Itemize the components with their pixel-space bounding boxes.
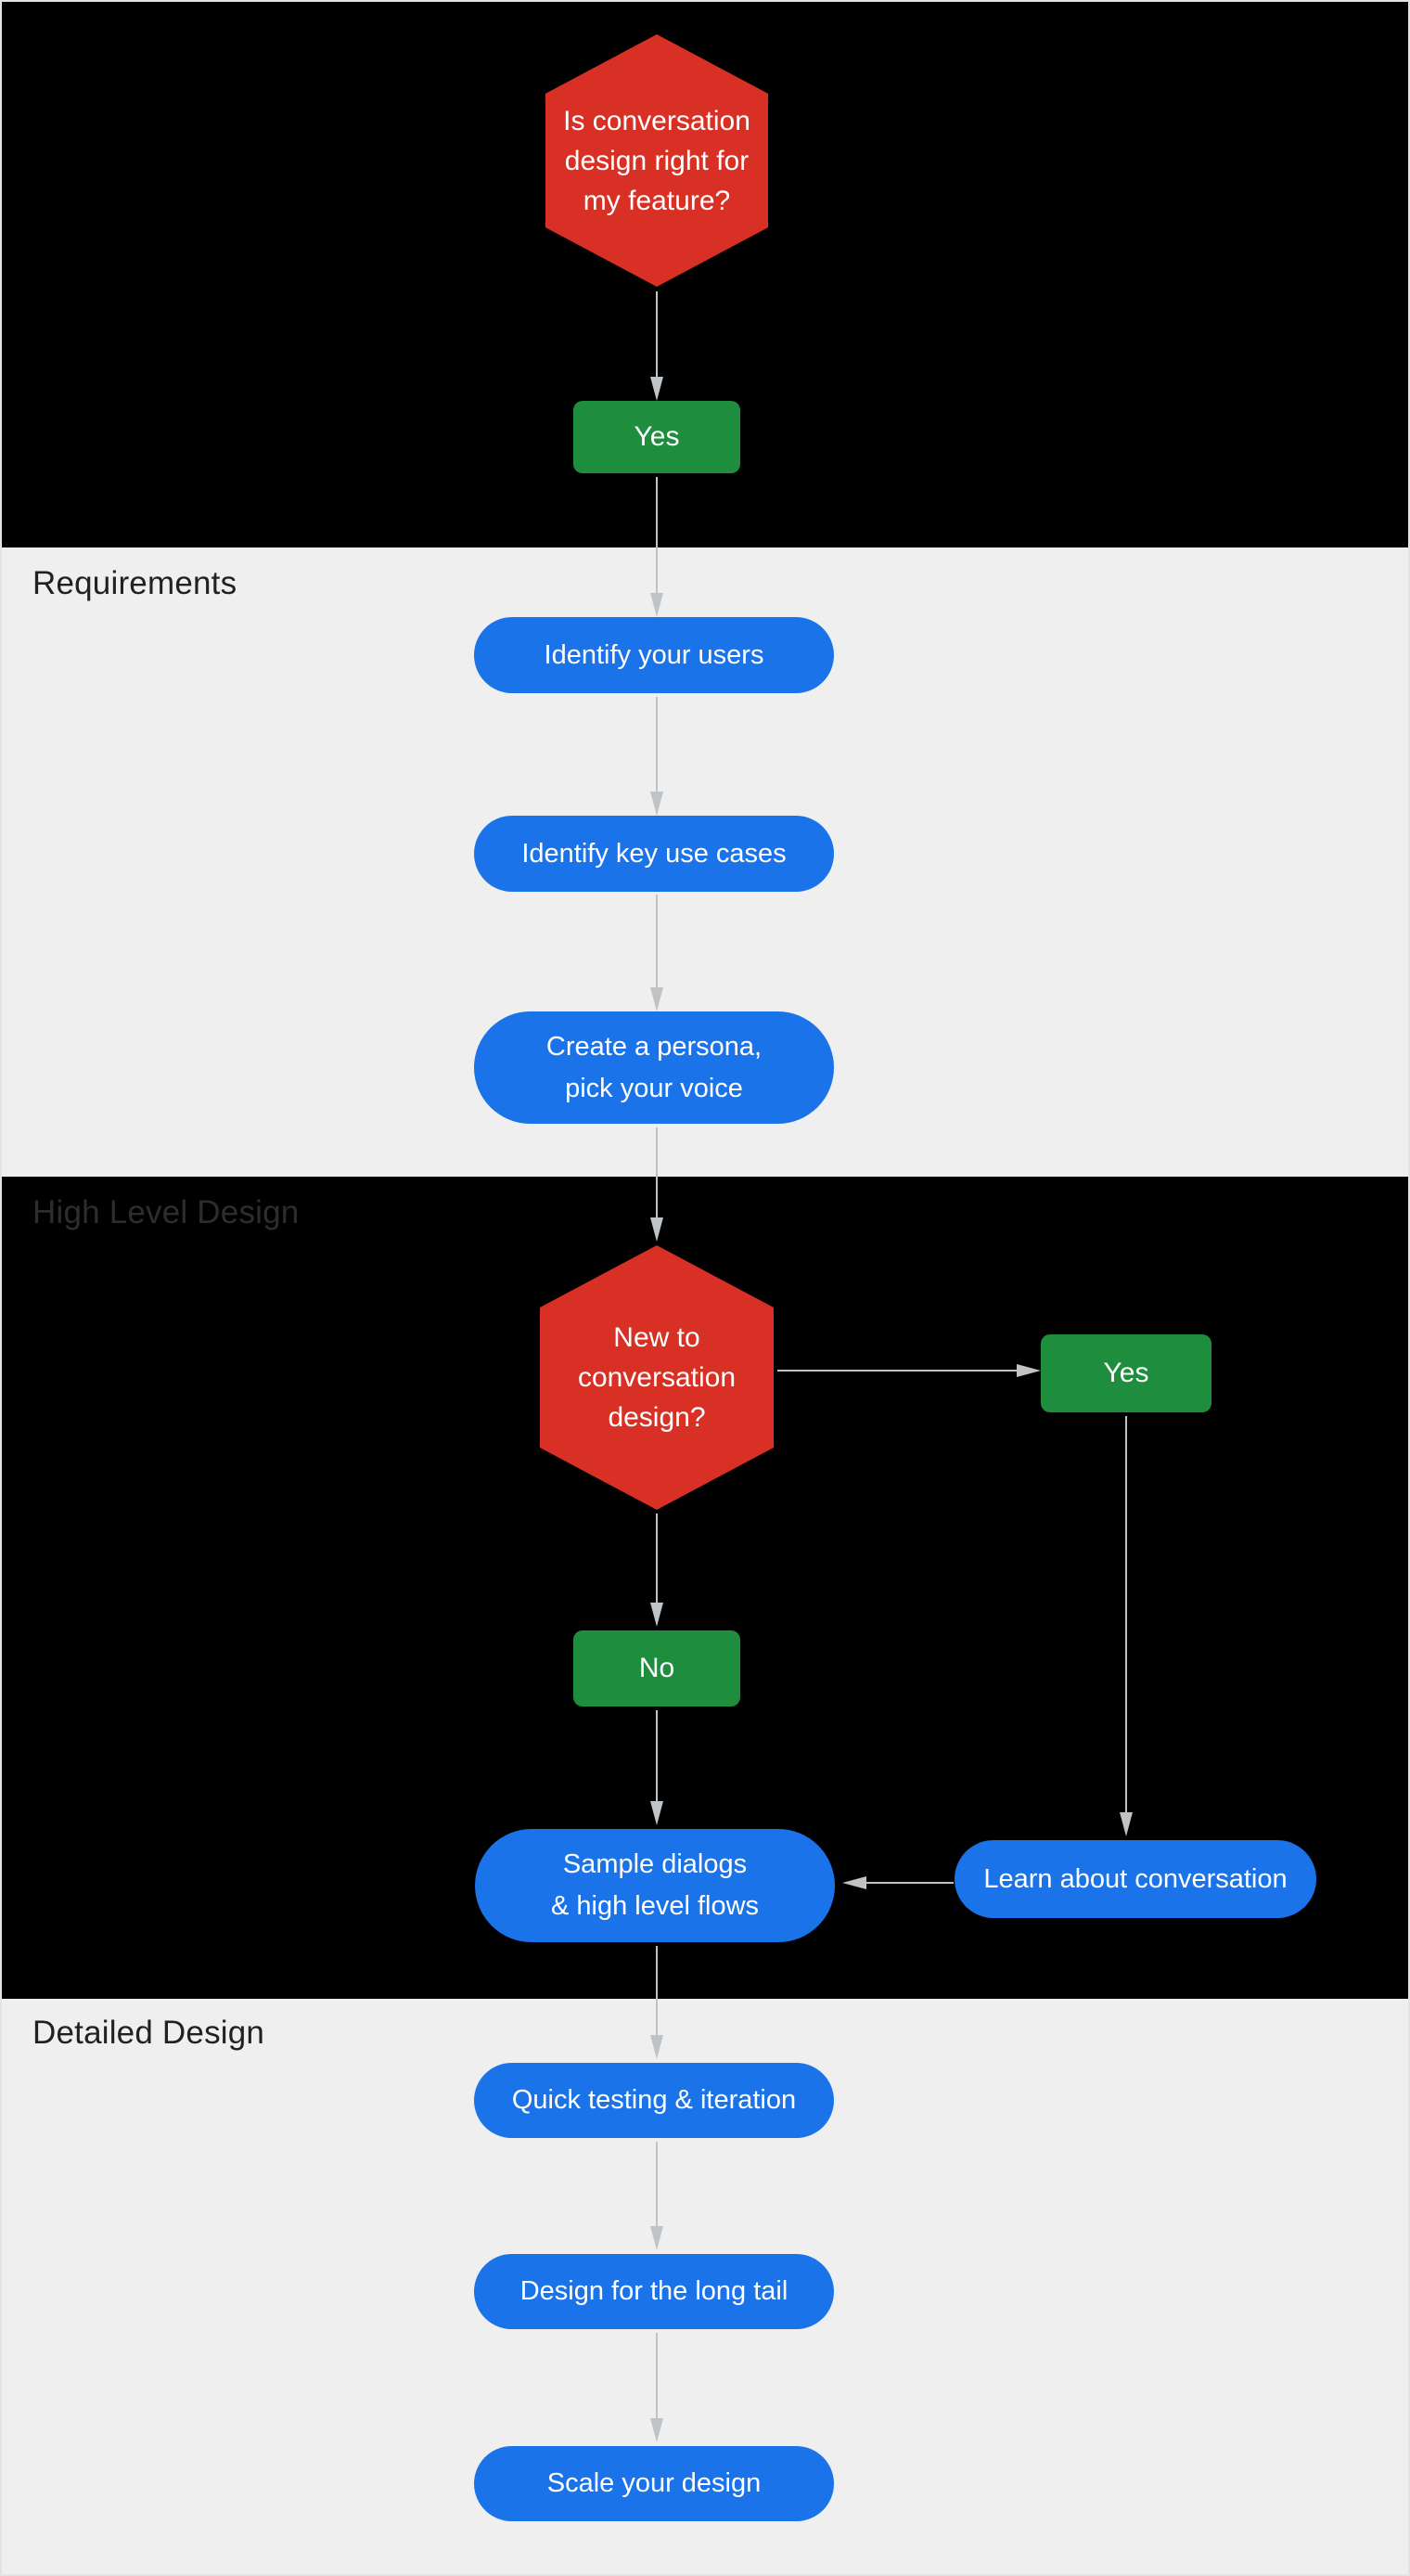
arrow-down-icon xyxy=(650,1513,663,1627)
arrow-left-icon xyxy=(842,1876,954,1889)
arrow-line xyxy=(656,477,658,594)
arrow-line xyxy=(1125,1416,1127,1813)
arrow-down-icon xyxy=(650,1946,663,2059)
arrow-line xyxy=(656,1710,658,1802)
arrow-head xyxy=(1017,1364,1041,1377)
decision-is-conversation-design-right: Is conversation design right for my feat… xyxy=(545,34,768,287)
arrow-down-icon xyxy=(650,2142,663,2250)
arrow-right-icon xyxy=(777,1364,1041,1377)
arrow-down-icon xyxy=(650,1710,663,1825)
arrow-head xyxy=(650,2035,663,2059)
arrow-line xyxy=(656,1946,658,2036)
answer-yes-new: Yes xyxy=(1041,1334,1211,1412)
arrow-line xyxy=(656,697,658,792)
step-design-for-long-tail: Design for the long tail xyxy=(474,2254,834,2329)
arrow-line xyxy=(656,1513,658,1604)
arrow-head xyxy=(650,987,663,1011)
section-label-requirements: Requirements xyxy=(32,565,237,601)
arrow-down-icon xyxy=(650,2333,663,2442)
arrow-head xyxy=(650,1603,663,1627)
arrow-head xyxy=(842,1876,866,1889)
arrow-line xyxy=(656,2333,658,2419)
step-identify-key-use-cases: Identify key use cases xyxy=(474,816,834,892)
section-label-detailed-design: Detailed Design xyxy=(32,2015,265,2051)
arrow-down-icon xyxy=(650,477,663,617)
arrow-down-icon xyxy=(650,1127,663,1242)
arrow-line xyxy=(777,1370,1018,1372)
arrow-head xyxy=(650,377,663,401)
arrow-head xyxy=(650,593,663,617)
arrow-head xyxy=(1120,1812,1133,1836)
step-learn-about-conversation: Learn about conversation xyxy=(955,1840,1316,1918)
step-create-persona-pick-voice: Create a persona, pick your voice xyxy=(474,1011,834,1124)
arrow-line xyxy=(656,1127,658,1218)
step-scale-your-design: Scale your design xyxy=(474,2446,834,2521)
arrow-down-icon xyxy=(1120,1416,1133,1836)
arrow-down-icon xyxy=(650,291,663,401)
arrow-line xyxy=(865,1882,954,1884)
arrow-line xyxy=(656,895,658,988)
section-label-high-level-design: High Level Design xyxy=(32,1194,300,1230)
decision-new-to-conversation-design: New to conversation design? xyxy=(540,1245,774,1510)
arrow-down-icon xyxy=(650,697,663,816)
arrow-head xyxy=(650,2226,663,2250)
answer-yes-start: Yes xyxy=(573,401,740,473)
arrow-line xyxy=(656,291,658,378)
arrow-head xyxy=(650,1801,663,1825)
arrow-head xyxy=(650,2418,663,2442)
arrow-down-icon xyxy=(650,895,663,1011)
arrow-head xyxy=(650,792,663,816)
step-identify-your-users: Identify your users xyxy=(474,617,834,693)
step-sample-dialogs-high-level-flows: Sample dialogs & high level flows xyxy=(475,1829,835,1942)
step-quick-testing-iteration: Quick testing & iteration xyxy=(474,2063,834,2138)
arrow-line xyxy=(656,2142,658,2227)
arrow-head xyxy=(650,1217,663,1242)
answer-no-new: No xyxy=(573,1630,740,1707)
